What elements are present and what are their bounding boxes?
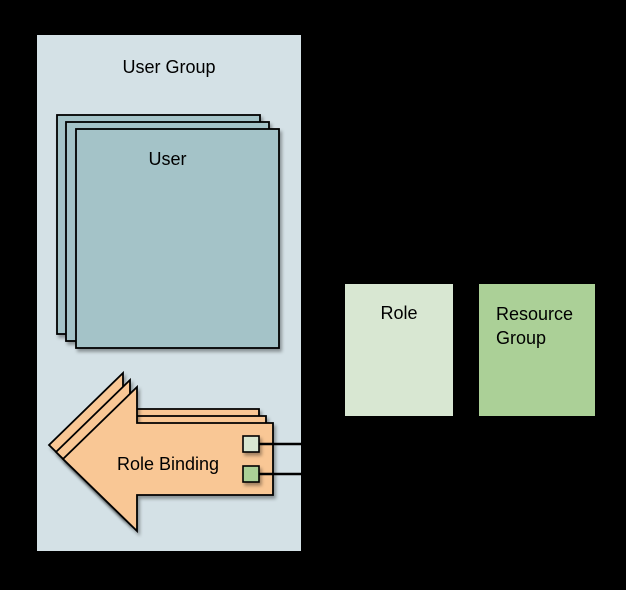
role-binding-arrow-front bbox=[61, 384, 274, 534]
resource-group-box bbox=[479, 284, 595, 416]
user-label: User bbox=[148, 149, 187, 169]
role-port-square bbox=[242, 435, 260, 453]
user-square-front bbox=[75, 128, 280, 349]
user-group-label: User Group bbox=[122, 57, 216, 77]
role-label: Role bbox=[380, 303, 418, 323]
role-box bbox=[345, 284, 453, 416]
resource-group-port-square bbox=[242, 465, 260, 483]
role-binding-label: Role Binding bbox=[116, 454, 220, 474]
resource-group-label: Resource Group bbox=[496, 304, 574, 348]
